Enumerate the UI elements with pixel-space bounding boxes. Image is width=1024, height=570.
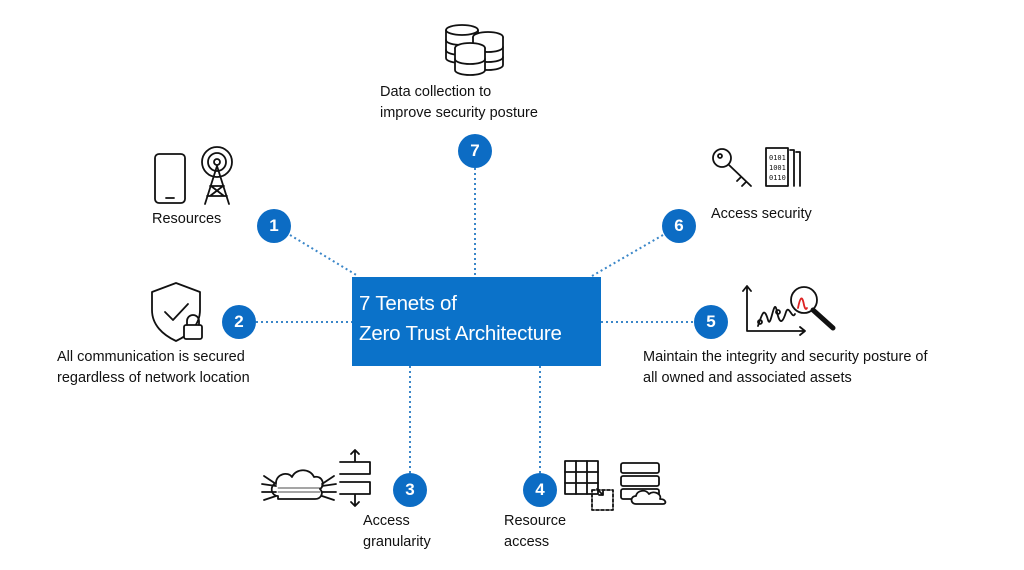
tenet-number-6: 6 bbox=[662, 209, 696, 243]
label-line: Maintain the integrity and security post… bbox=[643, 349, 928, 365]
database-icon bbox=[445, 24, 504, 76]
connector-6 bbox=[591, 234, 664, 277]
tenet-number-4: 4 bbox=[523, 473, 557, 507]
connector-1 bbox=[289, 234, 359, 277]
tenet-label-5: Maintain the integrity and security post… bbox=[643, 347, 928, 389]
tenet-number-2: 2 bbox=[222, 305, 256, 339]
label-line: All communication is secured bbox=[57, 349, 245, 365]
svg-text:1001: 1001 bbox=[769, 164, 786, 172]
server-cloud-icon bbox=[620, 462, 667, 505]
smartphone-icon bbox=[154, 153, 186, 204]
tenet-label-7: Data collection to improve security postu… bbox=[380, 82, 538, 124]
center-title-box: 7 Tenets of Zero Trust Architecture bbox=[352, 277, 601, 366]
tenet-number-1: 1 bbox=[257, 209, 291, 243]
title-line-1: 7 Tenets of bbox=[359, 292, 457, 315]
label-line: access bbox=[504, 534, 550, 550]
antenna-tower-icon bbox=[201, 146, 233, 205]
tenet-number-7: 7 bbox=[458, 134, 492, 168]
label-line: improve security posture bbox=[380, 105, 538, 121]
tenet-label-3: Access granularity bbox=[363, 511, 431, 553]
key-icon bbox=[712, 148, 752, 187]
label-line: Data collection to bbox=[380, 84, 492, 100]
chart-magnifier-icon bbox=[742, 285, 836, 336]
svg-text:0101: 0101 bbox=[769, 154, 786, 162]
label-line: Access bbox=[363, 513, 410, 529]
tenet-number-3: 3 bbox=[393, 473, 427, 507]
cloud-network-icon bbox=[261, 469, 337, 501]
label-line: regardless of network location bbox=[57, 370, 250, 386]
tenet-label-2: All communication is secured regardless o… bbox=[57, 347, 250, 389]
tenet-label-1: Resources bbox=[152, 209, 221, 230]
binary-document-icon: 0101 1001 0110 bbox=[765, 147, 801, 187]
title-line-2: Zero Trust Architecture bbox=[359, 322, 562, 345]
shield-check-lock-icon bbox=[151, 282, 203, 342]
tenet-label-6: Access security bbox=[711, 204, 812, 225]
tenet-number-5: 5 bbox=[694, 305, 728, 339]
svg-text:0110: 0110 bbox=[769, 174, 786, 182]
label-line: granularity bbox=[363, 534, 431, 550]
label-line: all owned and associated assets bbox=[643, 370, 852, 386]
tenet-label-4: Resource access bbox=[504, 511, 566, 553]
grid-resize-icon bbox=[564, 460, 614, 511]
label-line: Resources bbox=[152, 211, 222, 227]
split-arrows-icon bbox=[339, 449, 371, 507]
label-line: Resource bbox=[504, 513, 567, 529]
label-line: Access security bbox=[711, 206, 812, 222]
